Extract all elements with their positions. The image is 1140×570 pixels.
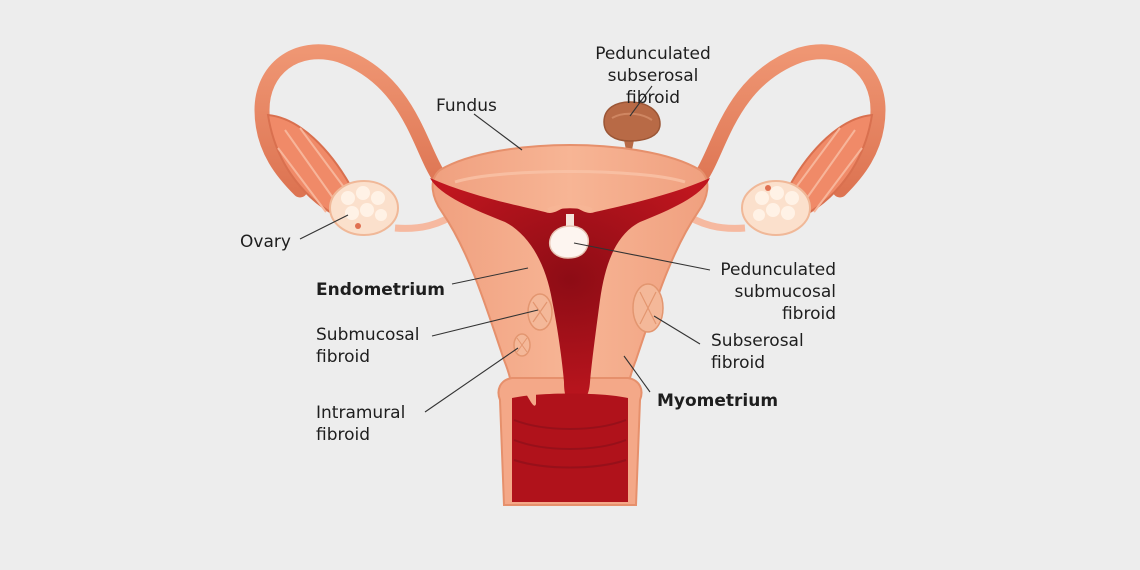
leader-subserosal — [653, 315, 701, 345]
leader-myometrium — [623, 355, 651, 393]
label-myometrium: Myometrium — [657, 391, 779, 411]
leader-fundus — [473, 113, 523, 151]
cervical-canal — [512, 393, 628, 502]
leader-ovary — [299, 214, 349, 240]
uterine-cavity — [430, 178, 710, 404]
label-pedunculated-subserosal-fibroid: Pedunculated subserosal fibroid — [595, 44, 711, 108]
right-ovary — [741, 180, 811, 236]
leader-intramural — [424, 347, 519, 413]
intramural-fibroid — [513, 333, 531, 357]
left-ovary — [329, 180, 399, 236]
label-endometrium: Endometrium — [316, 280, 445, 300]
submucosal-fibroid — [527, 293, 553, 331]
left-fallopian-tube — [254, 44, 448, 217]
label-fundus: Fundus — [436, 96, 497, 116]
label-submucosal-fibroid: Submucosal fibroid — [316, 325, 420, 367]
label-ovary: Ovary — [240, 232, 291, 252]
leader-pedunculated-subserosal — [629, 85, 653, 117]
leader-endometrium — [451, 267, 529, 285]
leader-submucosal — [431, 309, 539, 337]
label-intramural-fibroid: Intramural fibroid — [316, 403, 406, 445]
leader-lines — [299, 85, 711, 413]
subserosal-fibroid — [632, 283, 664, 333]
pedunculated-submucosal-fibroid — [548, 214, 590, 259]
pedunculated-subserosal-fibroid — [603, 101, 661, 150]
label-subserosal-fibroid: Subserosal fibroid — [711, 331, 804, 373]
leader-pedunculated-submucosal — [573, 242, 711, 271]
label-pedunculated-submucosal-fibroid: Pedunculated submucosal fibroid — [720, 260, 836, 324]
